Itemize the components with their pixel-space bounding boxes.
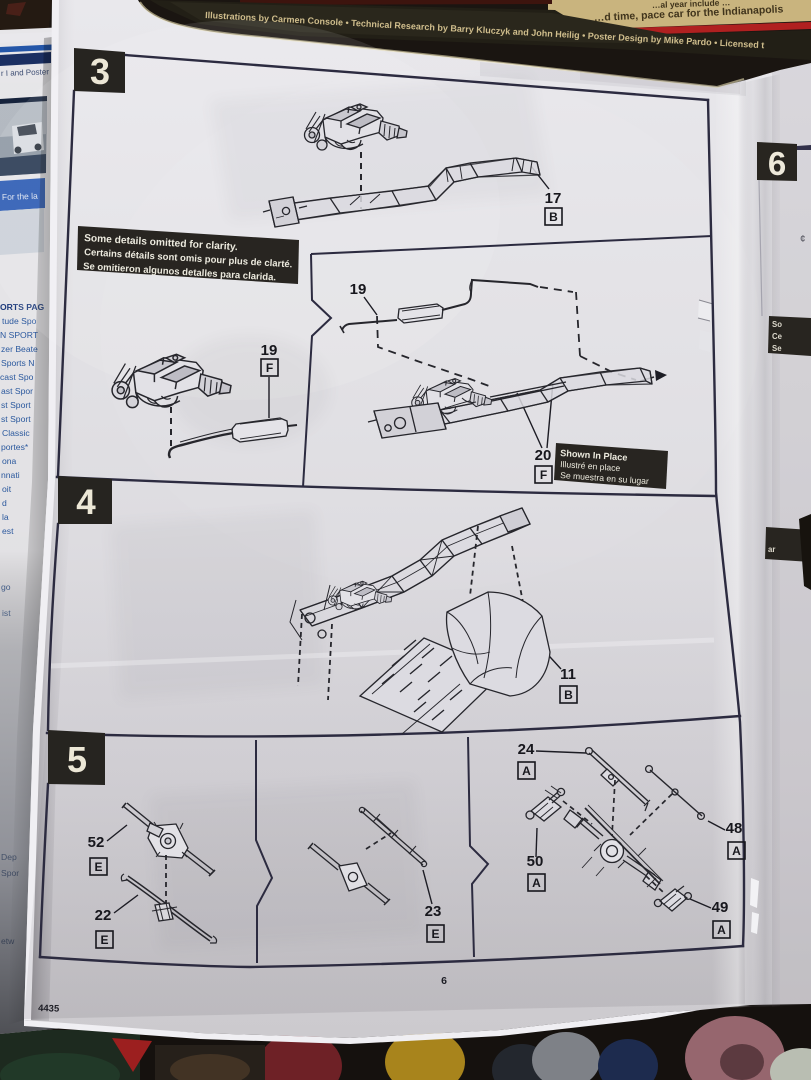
svg-text:…al year include …: …al year include … — [652, 0, 731, 10]
svg-text:E: E — [100, 933, 108, 947]
svg-text:3: 3 — [90, 51, 110, 92]
svg-text:5: 5 — [67, 739, 87, 780]
svg-text:Shown In Place: Shown In Place — [560, 448, 628, 463]
svg-text:6: 6 — [441, 975, 447, 987]
svg-text:20: 20 — [535, 447, 552, 464]
svg-text:A: A — [532, 876, 541, 890]
svg-text:A: A — [717, 923, 726, 937]
svg-text:52: 52 — [88, 834, 105, 851]
svg-text:19: 19 — [350, 281, 367, 298]
svg-text:Illustré en place: Illustré en place — [560, 459, 621, 473]
svg-text:17: 17 — [545, 190, 562, 207]
svg-text:Ce: Ce — [772, 332, 783, 341]
svg-text:¢: ¢ — [800, 234, 806, 245]
svg-text:4: 4 — [76, 483, 96, 522]
svg-text:48: 48 — [726, 820, 743, 837]
svg-text:B: B — [549, 210, 558, 224]
svg-text:A: A — [732, 844, 741, 858]
svg-text:4435: 4435 — [38, 1003, 60, 1015]
svg-text:B: B — [564, 688, 573, 702]
svg-text:23: 23 — [425, 903, 442, 920]
svg-text:49: 49 — [712, 899, 729, 916]
svg-text:50: 50 — [527, 853, 544, 870]
svg-text:ar: ar — [768, 545, 775, 554]
svg-text:Se: Se — [772, 344, 782, 353]
svg-text:E: E — [431, 927, 439, 941]
svg-text:19: 19 — [261, 342, 278, 359]
svg-text:F: F — [266, 361, 273, 375]
svg-text:So: So — [772, 320, 782, 329]
svg-text:11: 11 — [560, 666, 576, 683]
svg-text:E: E — [94, 860, 102, 874]
svg-text:A: A — [522, 764, 531, 778]
svg-text:22: 22 — [95, 907, 112, 924]
svg-text:6: 6 — [768, 145, 786, 182]
svg-text:24: 24 — [518, 741, 535, 758]
svg-text:F: F — [540, 468, 547, 482]
